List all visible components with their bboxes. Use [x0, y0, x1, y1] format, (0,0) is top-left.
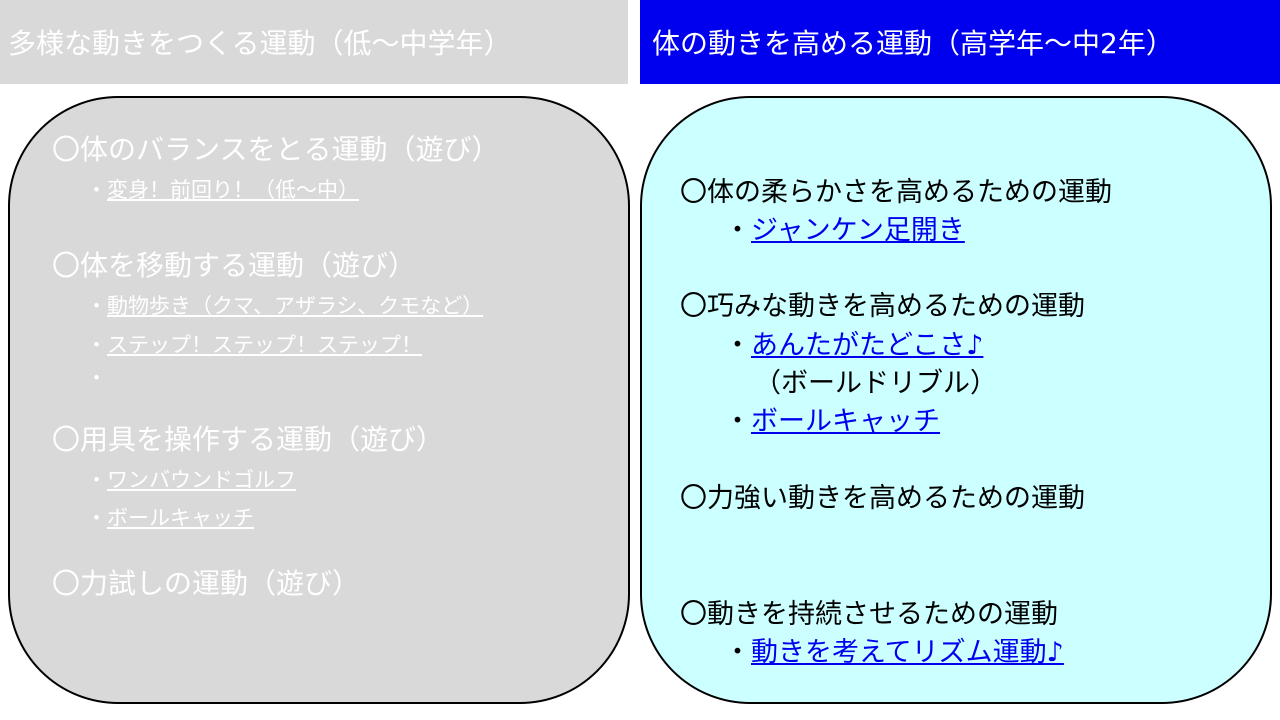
bullet: ・	[724, 330, 751, 361]
left-item-empty: ・	[86, 362, 107, 392]
link-one-bound-golf[interactable]: ワンバウンドゴルフ	[107, 468, 296, 492]
link-animal-walk[interactable]: 動物歩き（クマ、アザラシ、クモなど）	[107, 294, 484, 318]
bullet: ・	[86, 506, 107, 530]
left-section-header: 多様な動きをつくる運動（低～中学年）	[0, 0, 628, 84]
right-activity-panel: 〇体の柔らかさを高めるための運動 ・ジャンケン足開き 〇巧みな動きを高めるための…	[640, 96, 1272, 704]
link-janken-ashibiraki[interactable]: ジャンケン足開き	[751, 215, 965, 246]
link-step-step-step[interactable]: ステップ！ステップ！ステップ！	[107, 333, 422, 357]
bullet: ・	[86, 468, 107, 492]
left-section-title: 多様な動きをつくる運動（低～中学年）	[8, 27, 512, 60]
right-item-janken: ・ジャンケン足開き	[724, 208, 965, 247]
right-heading-skill: 〇巧みな動きを高めるための運動	[680, 291, 1085, 322]
left-heading-equipment: 〇用具を操作する運動（遊び）	[52, 423, 445, 456]
bullet: ・	[724, 637, 751, 668]
right-item-ball-catch: ・ボールキャッチ	[724, 399, 940, 438]
link-ball-catch-right[interactable]: ボールキャッチ	[751, 406, 940, 437]
bullet: ・	[86, 366, 107, 390]
right-item-antagata: ・あんたがたどこさ♪	[724, 323, 983, 362]
link-antagata-dokosa[interactable]: あんたがたどこさ♪	[751, 330, 984, 361]
right-heading-power: 〇力強い動きを高めるための運動	[680, 483, 1085, 514]
left-heading-balance: 〇体のバランスをとる運動（遊び）	[52, 133, 500, 166]
bullet: ・	[724, 215, 751, 246]
bullet: ・	[86, 178, 107, 202]
bullet: ・	[86, 294, 107, 318]
link-henshin-maemawari[interactable]: 変身！前回り！（低～中）	[107, 178, 359, 202]
bullet: ・	[86, 333, 107, 357]
right-section-header: 体の動きを高める運動（高学年～中2年）	[640, 0, 1280, 84]
left-item-step: ・ステップ！ステップ！ステップ！	[86, 329, 422, 359]
right-item-antagata-sublabel: （ボールドリブル）	[754, 368, 997, 399]
left-activity-panel: 〇体のバランスをとる運動（遊び） ・変身！前回り！（低～中） 〇体を移動する運動…	[8, 96, 630, 704]
left-item-animal-walk: ・動物歩き（クマ、アザラシ、クモなど）	[86, 290, 483, 320]
left-item-henshin: ・変身！前回り！（低～中）	[86, 174, 359, 204]
bullet: ・	[724, 406, 751, 437]
right-heading-flexibility: 〇体の柔らかさを高めるための運動	[680, 177, 1112, 208]
right-heading-endurance: 〇動きを持続させるための運動	[680, 599, 1058, 630]
link-rhythm-undou[interactable]: 動きを考えてリズム運動♪	[751, 637, 1064, 668]
link-ball-catch-left[interactable]: ボールキャッチ	[107, 506, 254, 530]
left-item-ball-catch: ・ボールキャッチ	[86, 502, 254, 532]
right-section-title: 体の動きを高める運動（高学年～中2年）	[652, 27, 1174, 60]
left-heading-strength: 〇力試しの運動（遊び）	[52, 567, 361, 600]
right-item-rhythm: ・動きを考えてリズム運動♪	[724, 630, 1064, 669]
left-heading-moving: 〇体を移動する運動（遊び）	[52, 249, 417, 282]
left-item-one-bound-golf: ・ワンバウンドゴルフ	[86, 464, 296, 494]
